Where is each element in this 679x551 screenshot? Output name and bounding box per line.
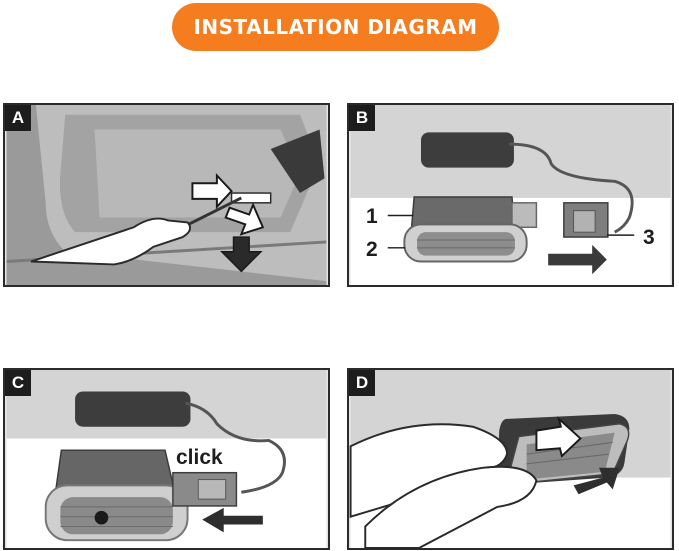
panel-c-tag: C [5, 370, 31, 396]
callout-3: 3 [643, 226, 655, 250]
diagram-title: INSTALLATION DIAGRAM [193, 15, 477, 39]
panel-b-tag: B [349, 105, 375, 131]
panel-b: B 1 2 3 [347, 103, 674, 287]
click-annotation: click [176, 446, 223, 470]
panel-a-illustration [5, 105, 328, 285]
callout-1: 1 [366, 205, 378, 229]
panel-c: C [3, 368, 330, 550]
panel-b-illustration [349, 105, 672, 285]
panel-a-tag: A [5, 105, 31, 131]
callout-2: 2 [366, 238, 378, 262]
panel-a: A [3, 103, 330, 287]
panel-d-illustration [349, 370, 672, 548]
panel-c-illustration [5, 370, 328, 548]
panel-d-tag: D [349, 370, 375, 396]
panel-d: D [347, 368, 674, 550]
title-banner: INSTALLATION DIAGRAM [172, 3, 499, 51]
